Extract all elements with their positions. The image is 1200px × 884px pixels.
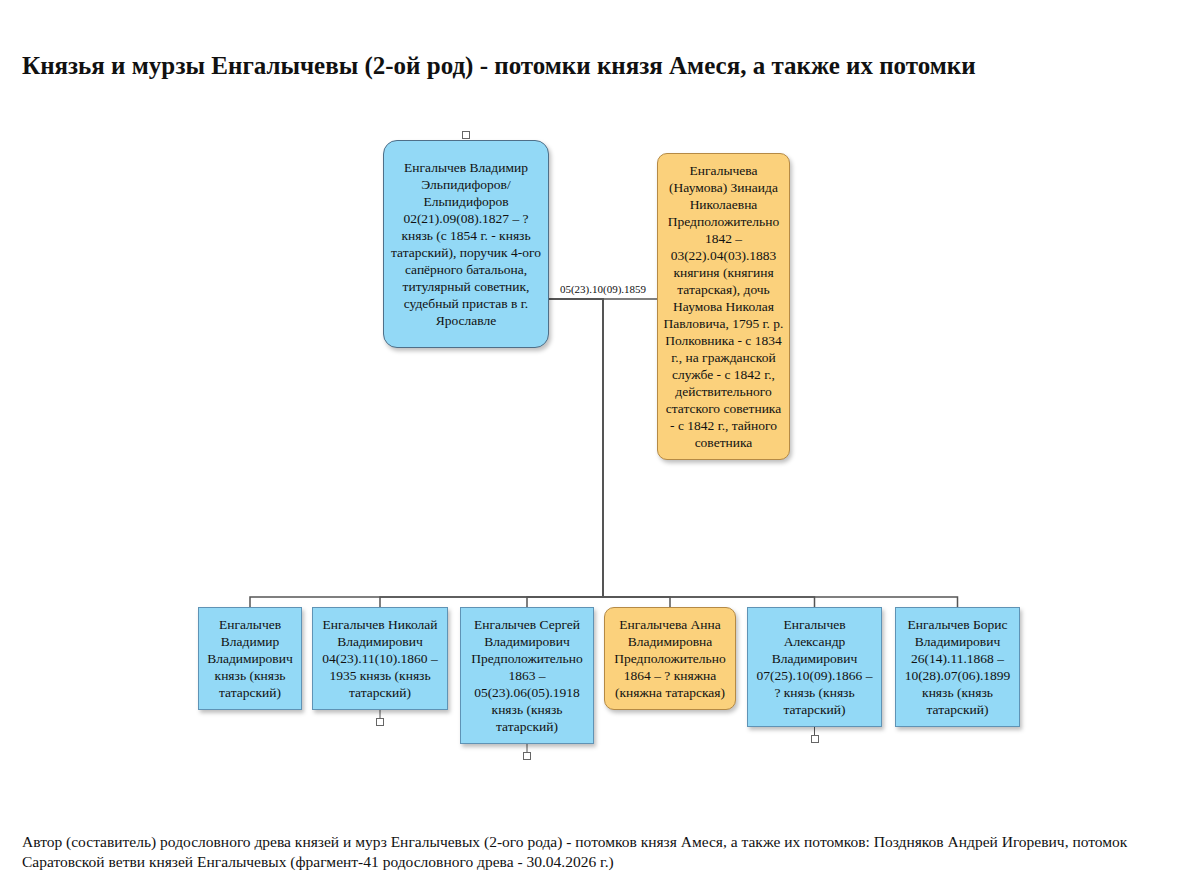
diagram-title: Князья и мурзы Енгалычевы (2-ой род) - п… (22, 52, 1192, 80)
handle-stem (380, 710, 381, 718)
spouse-box: Енгалычева (Наумова) Зинаида Николаевна … (657, 153, 790, 460)
person-box-main: Енгалычев Владимир Эльпидифоров/ Ельпиди… (383, 140, 549, 348)
node-text: Енгалычев Владимир Эльпидифоров/ Ельпиди… (389, 159, 543, 329)
child-box: Енгалычев Николай Владимирович 04(23).11… (312, 607, 448, 710)
child-box: Енгалычева Анна Владимировна Предположит… (604, 607, 736, 710)
caption-text: Автор (составитель) родословного древа к… (22, 832, 1182, 872)
node-text: Енгалычев Александр Владимирович 07(25).… (753, 616, 876, 718)
child-box: Енгалычев Сергей Владимирович Предположи… (460, 607, 594, 744)
node-text: Енгалычева Анна Владимировна Предположит… (610, 616, 730, 701)
child-box: Енгалычев Владимир Владимирович князь (к… (198, 607, 302, 710)
marriage-date: 05(23).10(09).1859 (558, 283, 648, 296)
node-text: Енгалычева (Наумова) Зинаида Николаевна … (663, 162, 784, 451)
node-text: Енгалычев Борис Владимирович 26(14).11.1… (901, 616, 1014, 718)
family-connector (549, 299, 670, 607)
node-text: Енгалычев Сергей Владимирович Предположи… (466, 616, 588, 735)
node-text: Енгалычев Владимир Владимирович князь (к… (204, 616, 296, 701)
connector-handle (462, 131, 470, 139)
child-box: Енгалычев Александр Владимирович 07(25).… (747, 607, 882, 727)
handle-stem (814, 727, 815, 735)
child-box: Енгалычев Борис Владимирович 26(14).11.1… (895, 607, 1020, 727)
connector-handle (811, 735, 819, 743)
node-text: Енгалычев Николай Владимирович 04(23).11… (318, 616, 442, 701)
connector-handle (523, 752, 531, 760)
connector-handle (376, 718, 384, 726)
handle-stem (527, 744, 528, 752)
